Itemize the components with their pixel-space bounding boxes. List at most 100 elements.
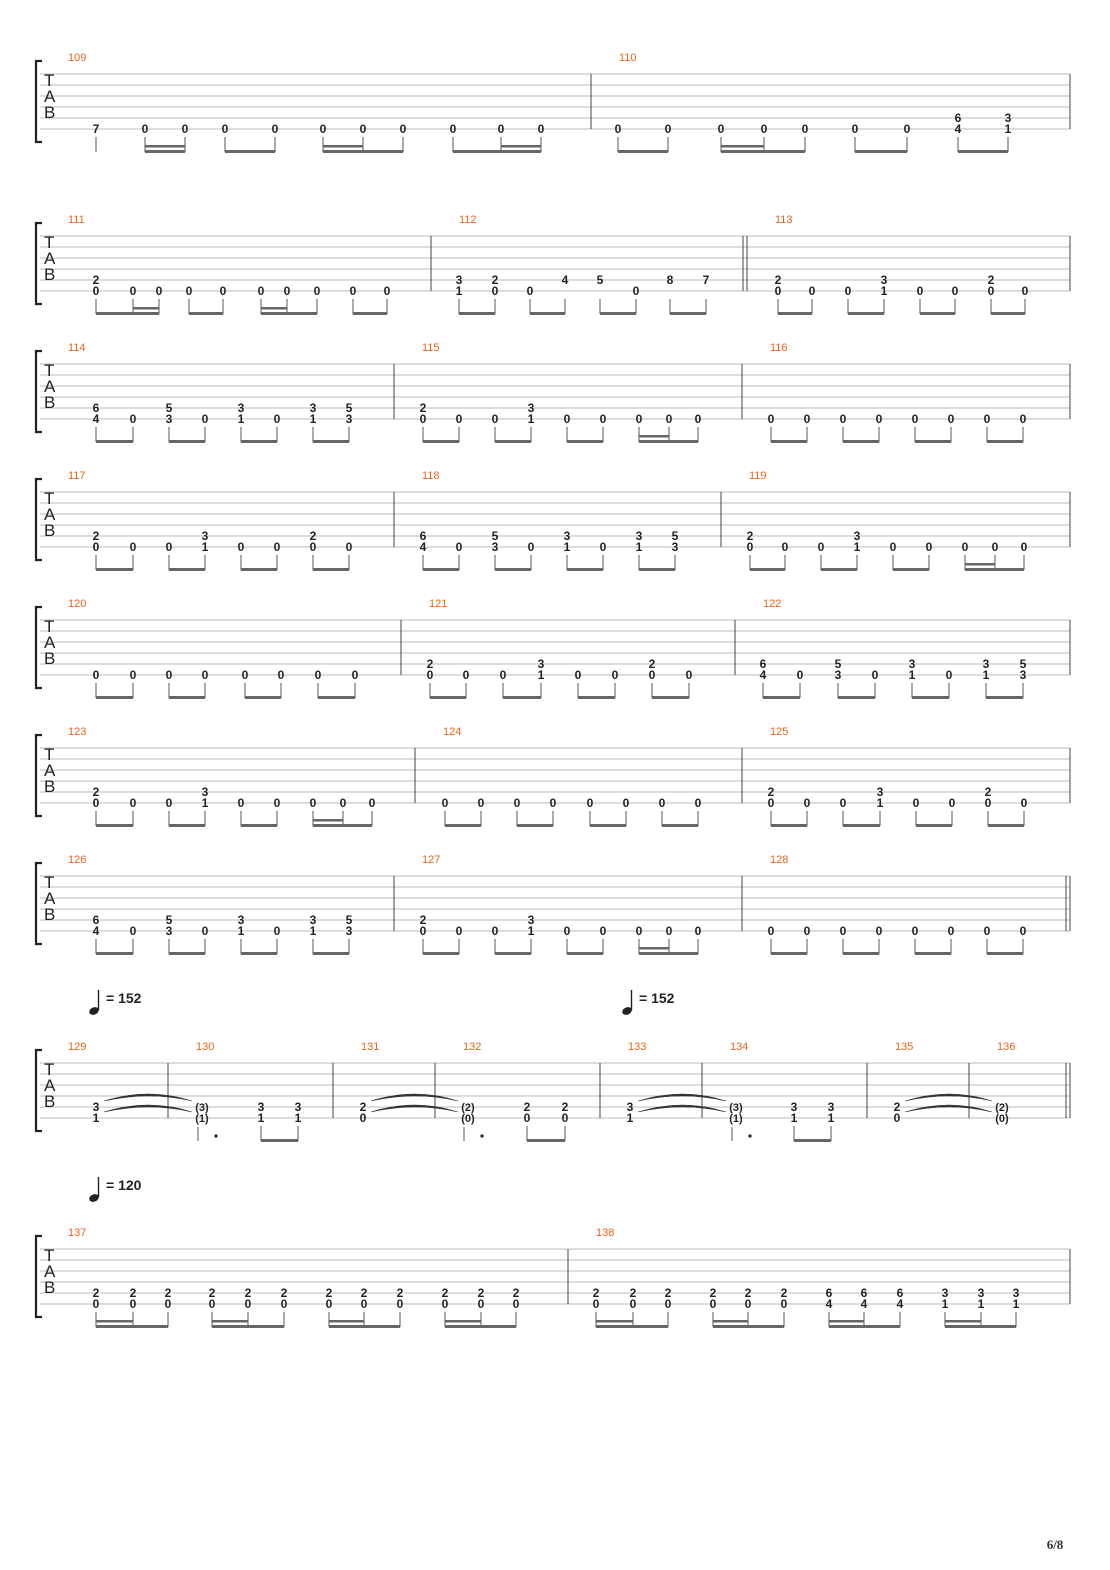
fret-number: 3 (672, 540, 679, 554)
fret-number: 0 (904, 122, 911, 136)
beam (495, 568, 531, 571)
fret-number: 3 (166, 412, 173, 426)
fret-number: 0 (802, 122, 809, 136)
fret-number: 2 (894, 1100, 901, 1114)
beam (843, 952, 879, 955)
secondary-beam (96, 1320, 133, 1323)
beam (848, 312, 884, 315)
fret-number: 0 (369, 796, 376, 810)
beam (670, 312, 706, 315)
beam (323, 150, 403, 153)
fret-number: 0 (478, 796, 485, 810)
fret-number: 0 (649, 668, 656, 682)
fret-number: 0 (456, 540, 463, 554)
fret-number: 0 (948, 412, 955, 426)
beam (965, 568, 1024, 571)
measure-number: 130 (196, 1041, 214, 1053)
fret-number: 5 (835, 657, 842, 671)
fret-number: 1 (877, 796, 884, 810)
fret-number: 3 (1013, 1286, 1020, 1300)
tie-arc (904, 1093, 993, 1102)
secondary-beam (965, 563, 995, 566)
fret-number: 1 (909, 668, 916, 682)
fret-number: 0 (1020, 924, 1027, 938)
beam (212, 1325, 284, 1328)
fret-number: 0 (165, 1297, 172, 1311)
fret-number: 5 (166, 401, 173, 415)
fret-number: 5 (166, 913, 173, 927)
beam (821, 568, 857, 571)
measure-number: 129 (68, 1041, 86, 1053)
fret-number: 2 (513, 1286, 520, 1300)
fret-number: 0 (500, 668, 507, 682)
beam (567, 952, 603, 955)
fret-number: 3 (202, 785, 209, 799)
beam (423, 440, 459, 443)
fret-number: 0 (93, 284, 100, 298)
fret-number: 0 (346, 540, 353, 554)
fret-number: 1 (258, 1111, 265, 1125)
fret-number: 0 (130, 1297, 137, 1311)
tempo-value: = 120 (106, 1177, 142, 1193)
beam (169, 952, 205, 955)
fret-number: 3 (791, 1100, 798, 1114)
secondary-beam (145, 145, 185, 148)
fret-number: 0 (245, 1297, 252, 1311)
fret-number: 0 (442, 1297, 449, 1311)
fret-number: 0 (988, 284, 995, 298)
beam (763, 696, 800, 699)
fret-number: 0 (166, 540, 173, 554)
fret-number: 0 (593, 1297, 600, 1311)
fret-number: 2 (420, 401, 427, 415)
beam (639, 952, 698, 955)
tab-clef-letter: A (44, 761, 56, 780)
beam (527, 1139, 565, 1142)
secondary-beam (639, 947, 669, 950)
tab-clef-letter: B (44, 905, 55, 924)
fret-number: 4 (562, 273, 569, 287)
fret-number: 0 (492, 412, 499, 426)
fret-number: 1 (881, 284, 888, 298)
fret-number: 2 (165, 1286, 172, 1300)
fret-number: 0 (456, 412, 463, 426)
beam (96, 312, 159, 315)
fret-number: 3 (295, 1100, 302, 1114)
fret-number: 0 (527, 284, 534, 298)
fret-number: 0 (623, 796, 630, 810)
secondary-beam (639, 435, 669, 438)
measure-number: 126 (68, 854, 86, 866)
fret-number: 0 (782, 540, 789, 554)
fret-number: 0 (1020, 412, 1027, 426)
augmentation-dot (748, 1134, 752, 1138)
fret-number: 3 (346, 924, 353, 938)
fret-number: 0 (166, 668, 173, 682)
tab-clef-letter: B (44, 1092, 55, 1111)
beam (652, 696, 689, 699)
fret-number: 3 (828, 1100, 835, 1114)
tie-arc (103, 1104, 193, 1113)
tab-clef-letter: T (44, 1060, 54, 1079)
beam (713, 1325, 784, 1328)
beam (241, 824, 277, 827)
fret-number: 0 (274, 412, 281, 426)
fret-number: 3 (564, 529, 571, 543)
beam (829, 1325, 900, 1328)
fret-number: 6 (826, 1286, 833, 1300)
system-bracket (34, 59, 42, 144)
fret-number: 3 (166, 924, 173, 938)
fret-number: 1 (310, 924, 317, 938)
augmentation-dot (480, 1134, 484, 1138)
fret-number: 8 (667, 273, 674, 287)
fret-number: 4 (897, 1297, 904, 1311)
fret-number: 0 (809, 284, 816, 298)
tab-clef-letter: A (44, 249, 56, 268)
fret-number: 1 (636, 540, 643, 554)
fret-number: 4 (93, 412, 100, 426)
fret-number: 0 (420, 924, 427, 938)
beam (313, 568, 349, 571)
tab-clef-letter: B (44, 521, 55, 540)
